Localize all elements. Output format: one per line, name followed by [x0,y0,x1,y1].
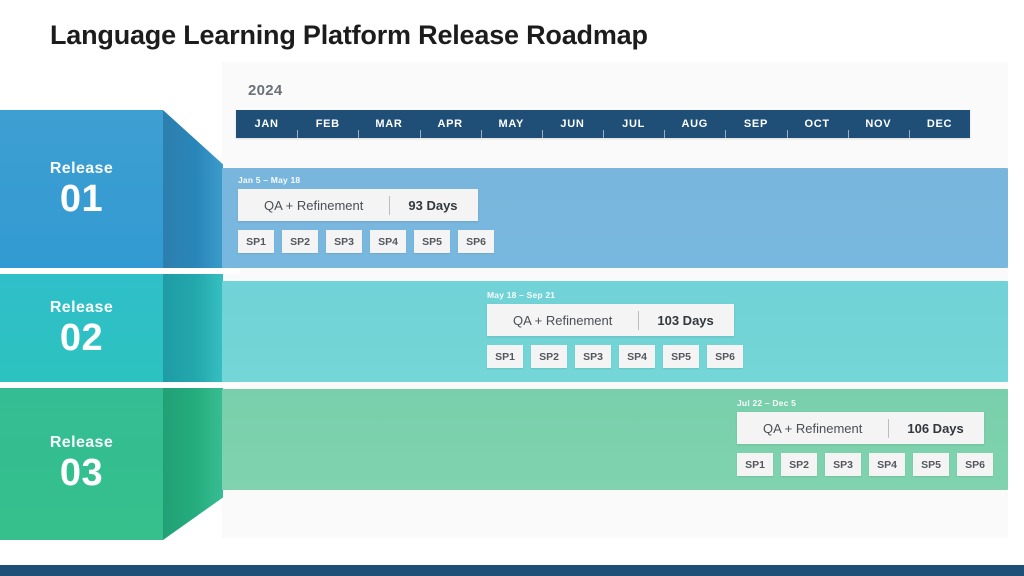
release-band-number-02: 02 [59,317,104,360]
task-dates-03: Jul 22 – Dec 5 [737,398,797,408]
month-mar: MAR [358,110,419,138]
task-divider-02 [638,310,640,330]
sprint-chip[interactable]: SP6 [458,230,494,253]
task-pill-03[interactable]: QA + Refinement 106 Days [737,412,984,444]
task-duration-01: 93 Days [408,197,458,213]
sprint-list-01: SP1 SP2 SP3 SP4 SP5 SP6 [238,230,494,253]
sprint-list-02: SP1 SP2 SP3 SP4 SP5 SP6 [487,345,743,368]
month-may: MAY [480,110,542,138]
sprint-chip[interactable]: SP2 [282,230,318,253]
month-jan: JAN [254,118,279,130]
release-band-word-03: Release [49,434,114,452]
ribbon-separator-2 [0,382,240,388]
sprint-chip[interactable]: SP2 [781,453,817,476]
sprint-chip[interactable]: SP3 [575,345,611,368]
release-band-number-01: 01 [59,178,104,221]
timeline-month-header: JAN FEB MAR APR MAY JUN JUL AUG SEP OCT … [236,110,970,138]
sprint-chip[interactable]: SP1 [737,453,773,476]
task-pill-01[interactable]: QA + Refinement 93 Days [238,189,478,221]
month-sep: SEP [725,110,786,138]
page-title: Language Learning Platform Release Roadm… [50,20,648,50]
month-jun: JUN [541,110,603,138]
month-dec: DEC [908,110,970,138]
task-divider-03 [888,418,890,438]
release-band-01[interactable]: Release 01 [0,110,163,270]
task-duration-02: 103 Days [657,312,714,328]
release-band-word-02: Release [49,299,114,317]
release-ribbon-fold-03 [163,388,223,540]
release-band-word-01: Release [49,160,114,178]
release-row-01: Release 01 [0,110,1024,270]
release-band-03[interactable]: Release 03 [0,388,163,540]
month-feb: FEB [297,110,358,138]
sprint-chip[interactable]: SP5 [414,230,450,253]
task-duration-03: 106 Days [907,420,964,436]
footer-bar [0,565,1024,576]
task-block-01: Jan 5 – May 18 QA + Refinement 93 Days S… [238,175,494,253]
release-row-03: Release 03 [0,388,1024,540]
task-block-02: May 18 – Sep 21 QA + Refinement 103 Days… [487,290,743,368]
sprint-chip[interactable]: SP3 [326,230,362,253]
task-block-03: Jul 22 – Dec 5 QA + Refinement 106 Days … [737,398,993,476]
sprint-chip[interactable]: SP4 [370,230,406,253]
month-aug: AUG [664,110,725,138]
task-name-03: QA + Refinement [763,420,863,436]
month-oct: OCT [786,110,848,138]
release-band-number-03: 03 [59,452,104,495]
task-dates-02: May 18 – Sep 21 [487,290,556,300]
month-jul: JUL [603,110,664,138]
timeline-year-label: 2024 [248,82,283,99]
sprint-chip[interactable]: SP5 [913,453,949,476]
release-band-02[interactable]: Release 02 [0,272,163,386]
sprint-chip[interactable]: SP1 [487,345,523,368]
task-name-01: QA + Refinement [264,197,364,213]
task-dates-01: Jan 5 – May 18 [238,175,301,185]
sprint-chip[interactable]: SP2 [531,345,567,368]
release-row-02: Release 02 [0,272,1024,386]
ribbon-separator-1 [0,268,240,274]
task-divider-01 [389,195,391,215]
task-pill-02[interactable]: QA + Refinement 103 Days [487,304,734,336]
sprint-chip[interactable]: SP6 [707,345,743,368]
sprint-chip[interactable]: SP6 [957,453,993,476]
release-ribbon-fold-02 [163,272,223,386]
sprint-chip[interactable]: SP1 [238,230,274,253]
sprint-chip[interactable]: SP4 [619,345,655,368]
sprint-list-03: SP1 SP2 SP3 SP4 SP5 SP6 [737,453,993,476]
sprint-chip[interactable]: SP5 [663,345,699,368]
month-nov: NOV [847,110,909,138]
task-name-02: QA + Refinement [513,312,613,328]
month-apr: APR [419,110,481,138]
release-ribbon-fold-01 [163,110,223,270]
sprint-chip[interactable]: SP3 [825,453,861,476]
sprint-chip[interactable]: SP4 [869,453,905,476]
